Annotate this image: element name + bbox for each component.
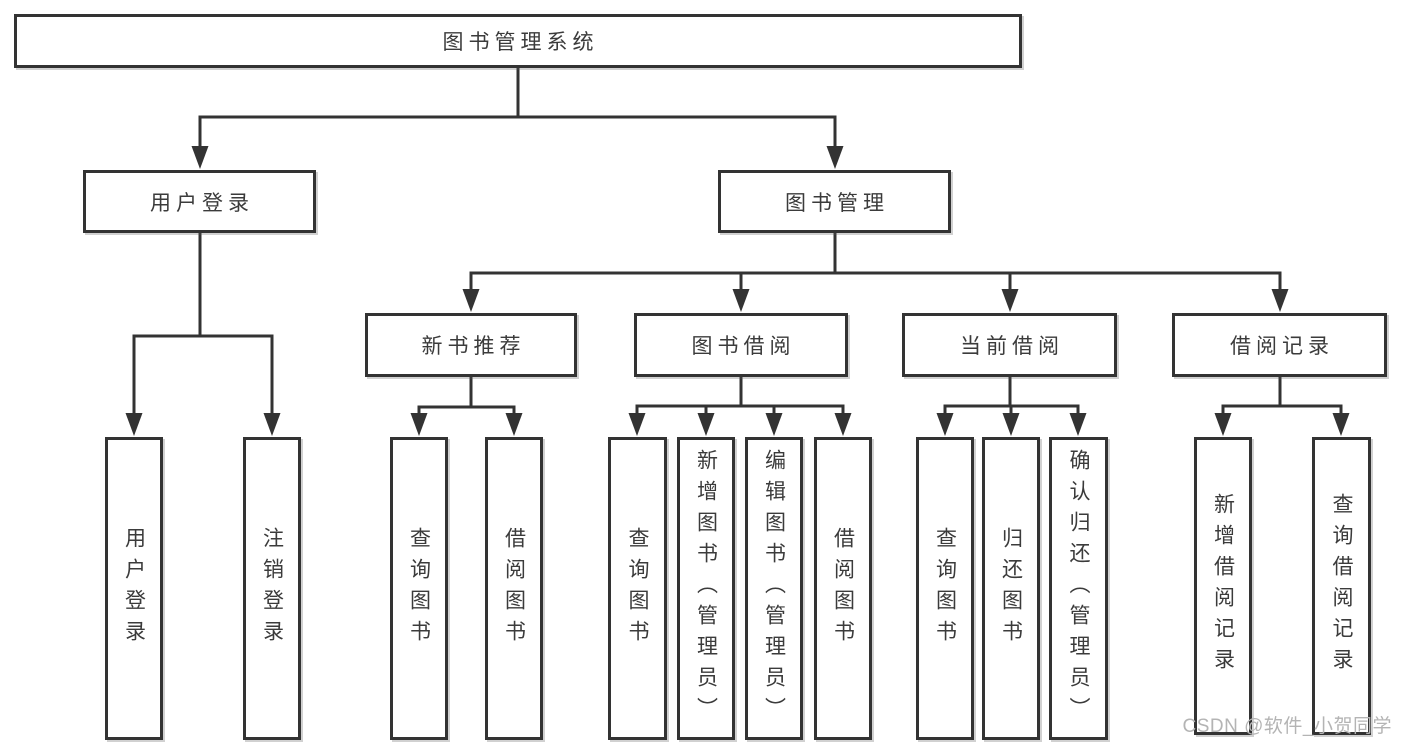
node-root-label: 图书管理系统: [442, 31, 599, 54]
leaf-logout-label: 注销登录: [260, 526, 284, 651]
leaf-query-books-2: 查询图书: [608, 437, 667, 740]
arrowhead-book-borrow: [732, 289, 750, 312]
leaf-query-books-3: 查询图书: [916, 437, 974, 740]
node-new-book-recommend: 新书推荐: [365, 313, 577, 377]
node-book-management-label: 图书管理: [785, 191, 889, 215]
leaf-confirm-return-admin-label: 确认归还（管理员）: [1067, 449, 1090, 728]
leaf-query-books-2-label: 查询图书: [626, 526, 649, 651]
leaf-add-borrow-record: 新增借阅记录: [1194, 437, 1252, 735]
arrowhead-borrow-books-1: [505, 413, 523, 436]
arrowhead-query-borrow-record: [1332, 413, 1350, 436]
leaf-query-books-3-label: 查询图书: [933, 526, 957, 651]
arrowhead-query-books-3: [936, 413, 954, 436]
leaf-return-books-label: 归还图书: [999, 526, 1023, 651]
connector-book-borrow-leaves: [635, 374, 845, 423]
connector-root-to-level2: [198, 64, 837, 152]
leaf-query-books-1: 查询图书: [390, 437, 448, 740]
arrowhead-book-management: [826, 146, 844, 169]
arrowhead-confirm-return: [1069, 413, 1087, 436]
arrowhead-leaf-logout: [263, 413, 281, 436]
arrowhead-borrow-records: [1271, 289, 1289, 312]
connector-new-book-leaves: [417, 374, 516, 423]
arrowhead-query-books-2: [628, 413, 646, 436]
leaf-return-books: 归还图书: [982, 437, 1040, 740]
node-current-borrow-label: 当前借阅: [960, 335, 1064, 358]
node-new-book-recommend-label: 新书推荐: [421, 335, 526, 358]
arrowhead-user-login: [191, 146, 209, 169]
node-borrow-records: 借阅记录: [1172, 313, 1387, 377]
leaf-add-books-admin-label: 新增图书（管理员）: [694, 449, 718, 728]
connector-book-management-sections: [469, 230, 1282, 296]
connector-user-login-leaves: [132, 230, 274, 420]
leaf-query-borrow-record: 查询借阅记录: [1312, 437, 1371, 735]
connector-current-borrow-leaves: [943, 374, 1080, 423]
leaf-edit-books-admin-label: 编辑图书（管理员）: [762, 449, 786, 728]
node-user-login: 用户登录: [83, 170, 316, 233]
leaf-query-borrow-record-label: 查询借阅记录: [1330, 493, 1353, 679]
leaf-add-borrow-record-label: 新增借阅记录: [1211, 493, 1235, 679]
leaf-user-login: 用户登录: [105, 437, 163, 740]
node-user-login-label: 用户登录: [150, 191, 254, 215]
node-current-borrow: 当前借阅: [902, 313, 1117, 377]
leaf-add-books-admin: 新增图书（管理员）: [677, 437, 735, 740]
leaf-borrow-books-1-label: 借阅图书: [502, 526, 526, 651]
node-book-management: 图书管理: [718, 170, 951, 233]
connector-borrow-records-leaves: [1221, 374, 1343, 423]
leaf-edit-books-admin: 编辑图书（管理员）: [745, 437, 803, 740]
leaf-borrow-books-2: 借阅图书: [814, 437, 872, 740]
leaf-borrow-books-1: 借阅图书: [485, 437, 543, 740]
arrowhead-add-books: [697, 413, 715, 436]
arrowhead-query-books-1: [410, 413, 428, 436]
arrowhead-current-borrow: [1001, 289, 1019, 312]
leaf-logout: 注销登录: [243, 437, 301, 740]
leaf-confirm-return-admin: 确认归还（管理员）: [1049, 437, 1108, 740]
leaf-user-login-label: 用户登录: [122, 526, 146, 651]
arrowhead-borrow-books-2: [834, 413, 852, 436]
csdn-watermark: CSDN @软件_小贺同学: [1182, 716, 1392, 737]
arrowhead-leaf-user-login: [125, 413, 143, 436]
leaf-borrow-books-2-label: 借阅图书: [831, 526, 855, 651]
node-root: 图书管理系统: [14, 14, 1022, 68]
arrowhead-add-borrow-record: [1214, 413, 1232, 436]
leaf-query-books-1-label: 查询图书: [407, 526, 431, 651]
arrowhead-return-books: [1002, 413, 1020, 436]
arrowhead-edit-books: [765, 413, 783, 436]
node-borrow-records-label: 借阅记录: [1230, 335, 1334, 358]
node-book-borrow: 图书借阅: [634, 313, 848, 377]
arrowhead-new-book-recommend: [462, 289, 480, 312]
node-book-borrow-label: 图书借阅: [691, 335, 796, 358]
